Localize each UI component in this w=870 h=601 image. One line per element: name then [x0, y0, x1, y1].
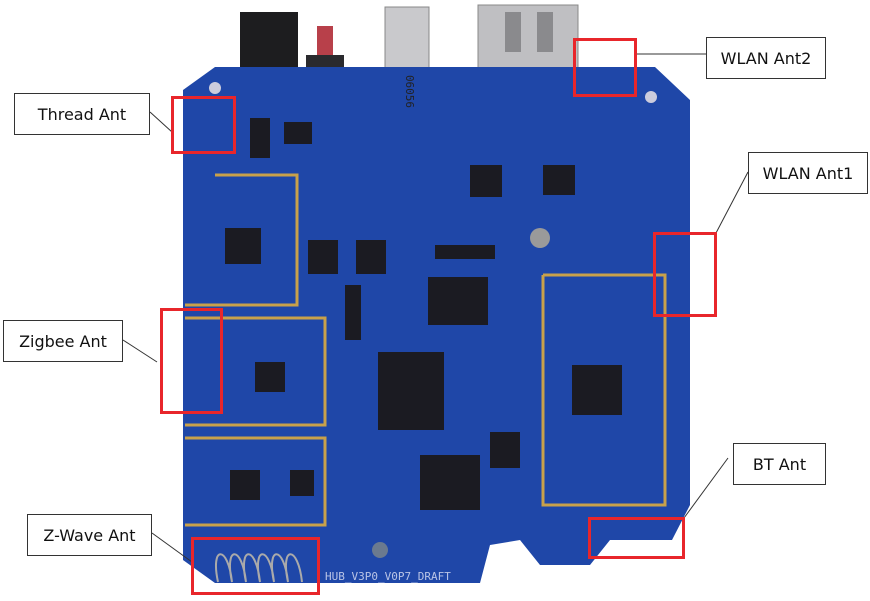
board-silkscreen: HUB_V3P0_V0P7_DRAFT: [325, 570, 451, 583]
wlan1-antenna-label: WLAN Ant1: [748, 152, 868, 194]
bt-antenna-highlight: [588, 517, 685, 559]
wlan2-antenna-label: WLAN Ant2: [706, 37, 826, 79]
thread-antenna-label: Thread Ant: [14, 93, 150, 135]
chips: [225, 118, 622, 510]
zwave-antenna-highlight: [191, 537, 320, 595]
wlan2-antenna-highlight: [573, 38, 637, 97]
thread-antenna-highlight: [171, 96, 236, 154]
zigbee-antenna-label: Zigbee Ant: [3, 320, 123, 362]
bt-antenna-label: BT Ant: [733, 443, 826, 485]
zwave-coil-antenna: [215, 553, 303, 583]
wlan1-antenna-highlight: [653, 232, 717, 317]
reset-button-cap: [317, 26, 333, 58]
zigbee-antenna-highlight: [160, 308, 223, 414]
antenna-keepout-outlines: [185, 173, 667, 527]
zwave-antenna-label: Z-Wave Ant: [27, 514, 152, 556]
